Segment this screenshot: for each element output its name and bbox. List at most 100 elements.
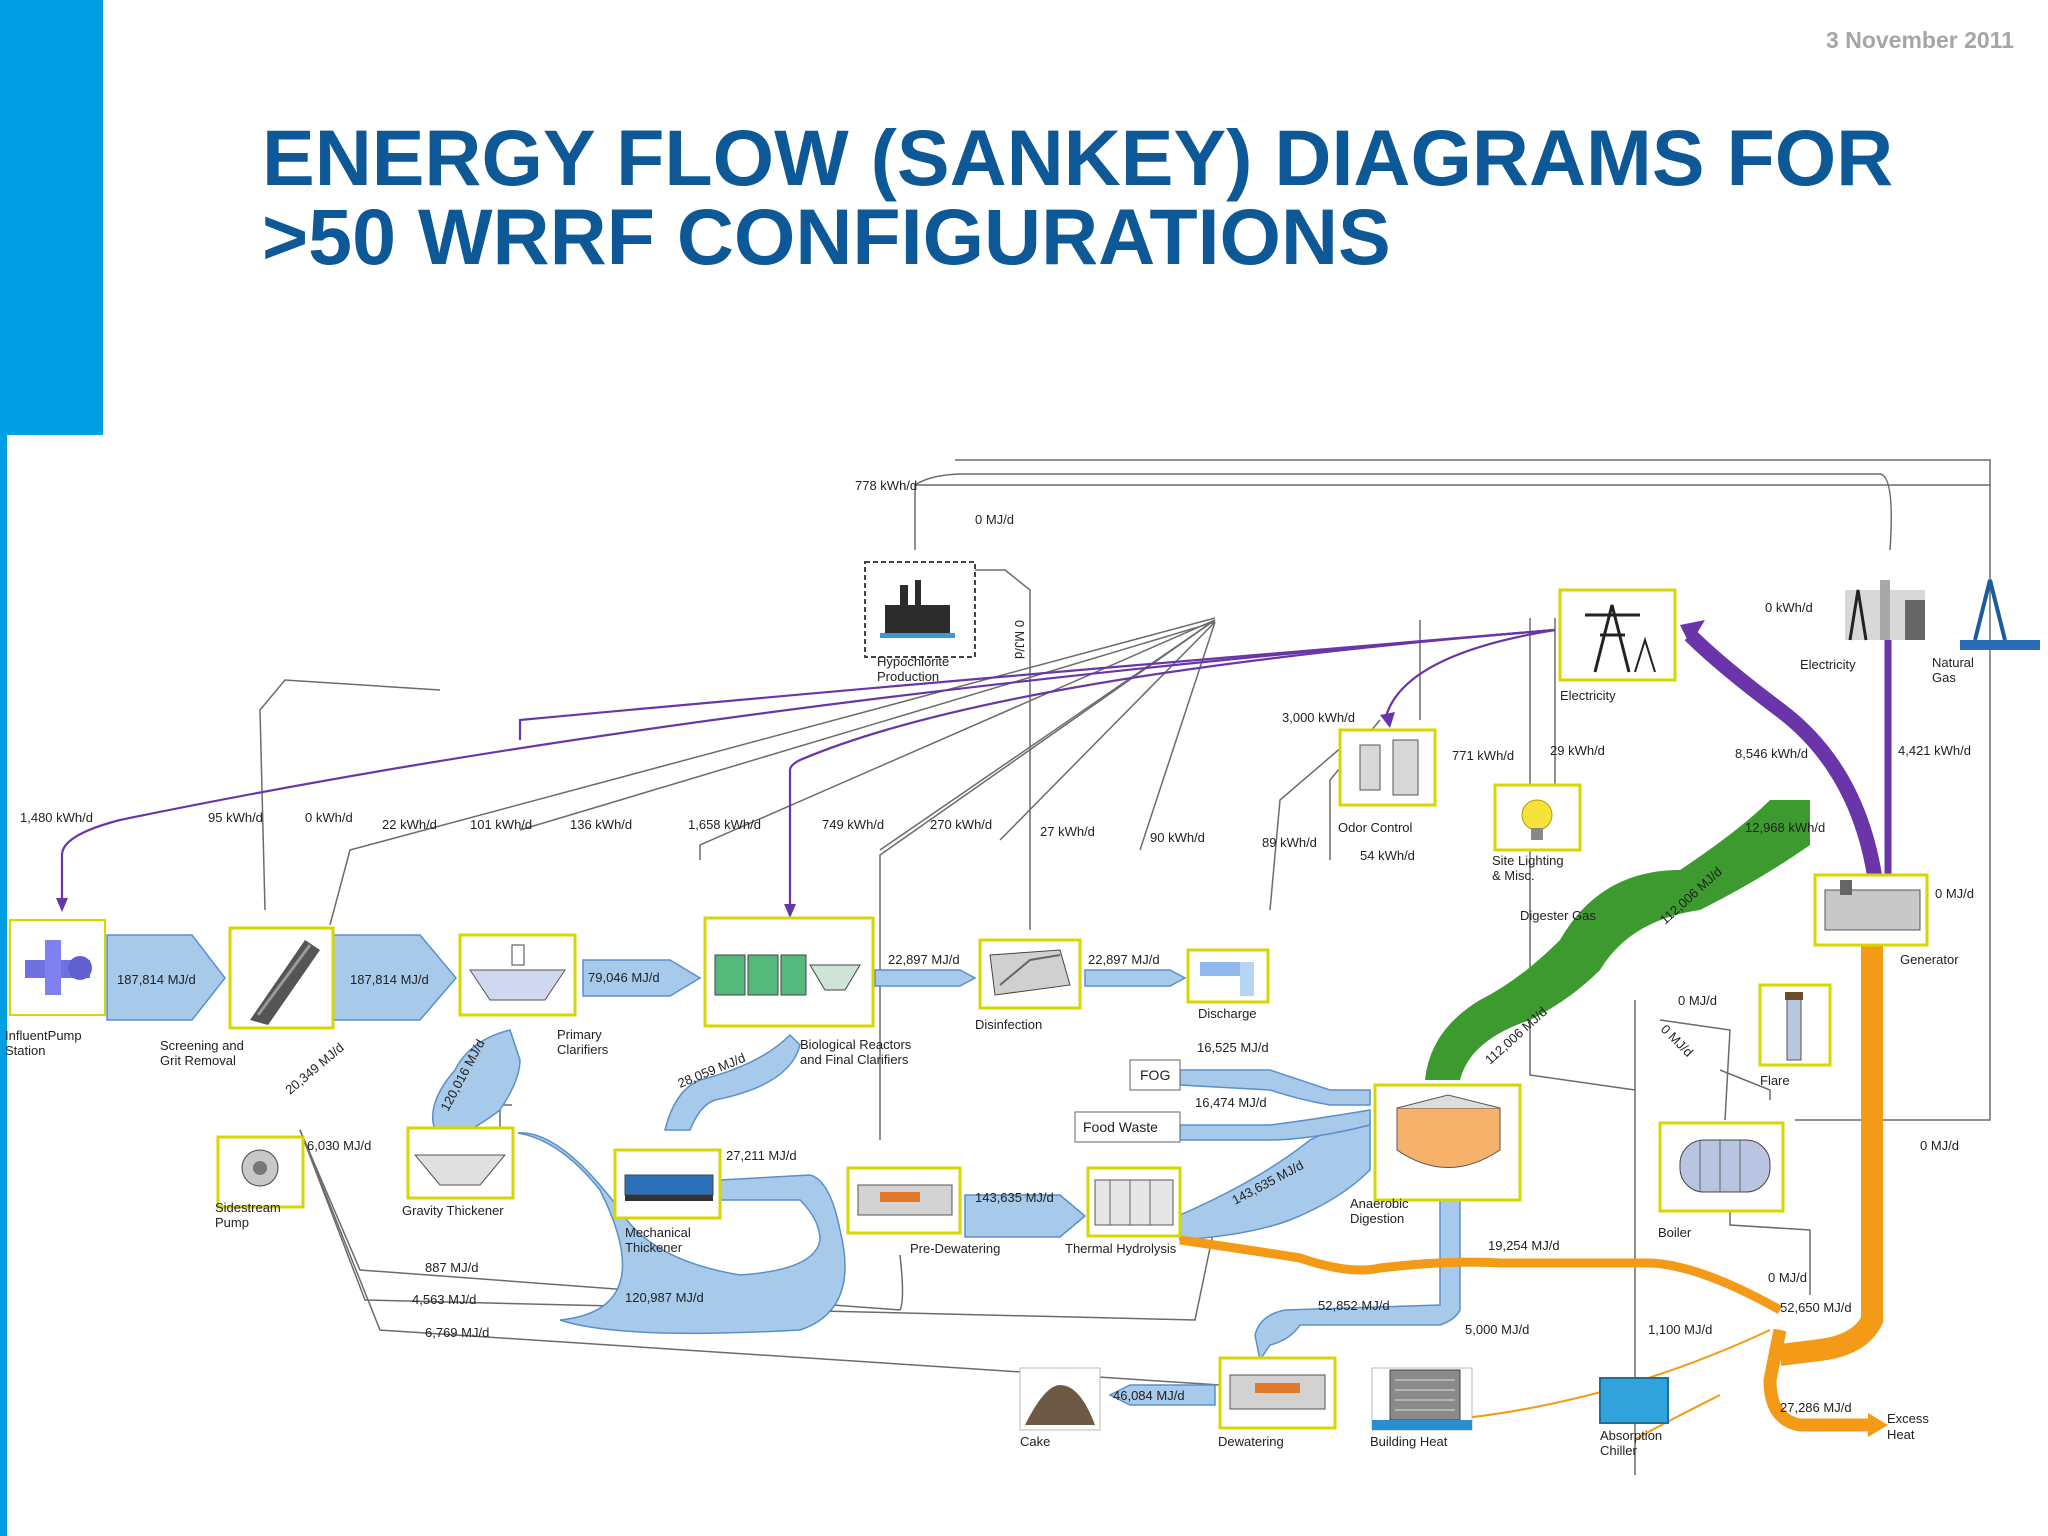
flow-27286 <box>1763 1328 1870 1432</box>
node-odor-control: Odor Control <box>1338 728 1437 835</box>
node-sidestream-pump: Sidestream Pump <box>215 1135 305 1230</box>
flows-f_52852-label: 52,852 MJ/d <box>1318 1298 1390 1313</box>
flow-143635-a <box>964 1194 1087 1238</box>
node-influent-pump: InfluentPump Station <box>5 919 106 1058</box>
flows-f_0mjd_heat-label: 0 MJ/d <box>1768 1270 1807 1285</box>
line-flare-boiler <box>1659 1019 1731 1121</box>
flow-749 <box>788 628 1556 910</box>
line-101 <box>519 621 1216 831</box>
flow-79046 <box>582 959 702 997</box>
digester-gas-label: Digester Gas <box>1520 908 1596 923</box>
node-electricity-grid: Electricity <box>1800 580 1925 672</box>
node-cake: Cake <box>1019 1367 1101 1449</box>
arrow-8546 <box>1680 620 1705 645</box>
flows-f_1480-label: 1,480 kWh/d <box>20 810 93 825</box>
node-mechanical-thickener: Mechanical Thickener <box>613 1148 722 1255</box>
nodes-flare-label: Flare <box>1760 1073 1790 1088</box>
flows-f_89-label: 89 kWh/d <box>1262 835 1317 850</box>
arrow-749 <box>784 904 796 918</box>
flows-f_8546-label: 8,546 kWh/d <box>1735 746 1808 761</box>
flows-f_749-label: 749 kWh/d <box>822 817 884 832</box>
flows-f_4563-label: 4,563 MJ/d <box>412 1292 476 1307</box>
slide-title: ENERGY FLOW (SANKEY) DIAGRAMS FOR >50 WR… <box>262 118 1962 276</box>
flows-f_22897_a-label: 22,897 MJ/d <box>888 952 960 967</box>
node-bio-reactors: Biological Reactors and Final Clarifiers <box>703 916 912 1067</box>
node-generator: Generator <box>1813 873 1959 967</box>
flows-f_0kwh_grid-label: 0 kWh/d <box>1765 600 1813 615</box>
node-pre-dewatering: Pre-Dewatering <box>846 1166 1000 1256</box>
flow-52650 <box>1778 910 1883 1366</box>
nodes-discharge-label: Discharge <box>1198 1006 1257 1021</box>
node-excess-heat: Excess Heat <box>1887 1411 1929 1442</box>
nodes-primary_clarifiers-1-label: Clarifiers <box>557 1042 609 1057</box>
node-primary-clarifiers: Primary Clarifiers <box>458 933 609 1057</box>
nodes-site_lighting-0-label: Site Lighting <box>1492 853 1564 868</box>
node-hypochlorite: Hypochlorite Production <box>864 561 976 684</box>
flows-f_6030-label: 6,030 MJ/d <box>307 1138 371 1153</box>
flow-19254 <box>1179 1235 1783 1314</box>
node-flare: Flare <box>1758 983 1832 1088</box>
flows-f_143635_a-label: 143,635 MJ/d <box>975 1190 1054 1205</box>
flow-28059 <box>664 1033 801 1131</box>
water-flows <box>106 934 1461 1406</box>
heat-flows <box>1179 910 1888 1441</box>
node-fog: FOG <box>1129 1059 1181 1091</box>
flows-f_0mjd_gen-label: 0 MJ/d <box>1935 886 1974 901</box>
flows-f_22-label: 22 kWh/d <box>382 817 437 832</box>
flow-1480 <box>60 628 1556 900</box>
line-771 <box>1529 618 1636 1091</box>
line-flare-gen <box>1719 1069 1771 1100</box>
nodes-generator-label: Generator <box>1900 952 1959 967</box>
nodes-anaerobic_digestion-0-label: Anaerobic <box>1350 1196 1409 1211</box>
flows-f_0mjd_flare2-label: 0 MJ/d <box>1658 1022 1696 1060</box>
flow-120987 <box>517 1132 846 1335</box>
flows-f_27286-label: 27,286 MJ/d <box>1780 1400 1852 1415</box>
nodes-cake-label: Cake <box>1020 1434 1050 1449</box>
nodes-influent_pump-1-label: Station <box>5 1043 45 1058</box>
flows-f_79046-label: 79,046 MJ/d <box>588 970 660 985</box>
flow-8546 <box>1684 629 1884 887</box>
flows-f_0mjd_hypo-label: 0 MJ/d <box>1012 620 1027 659</box>
line-6769 <box>299 1129 1221 1386</box>
node-anaerobic-digestion: Anaerobic Digestion <box>1350 1083 1522 1226</box>
node-electricity-hub: Electricity <box>1558 588 1677 703</box>
electricity-flows <box>56 615 1896 918</box>
slide-date: 3 November 2011 <box>1826 27 2014 53</box>
flows-f_29-label: 29 kWh/d <box>1550 743 1605 758</box>
flows-f_0kwh-label: 0 kWh/d <box>305 810 353 825</box>
title-line-2: >50 WRRF CONFIGURATIONS <box>262 192 1391 281</box>
nodes-screening-0-label: Screening and <box>160 1038 244 1053</box>
nodes-bio_reactors-0-label: Biological Reactors <box>800 1037 912 1052</box>
nodes-influent_pump-0-label: InfluentPump <box>5 1028 82 1043</box>
flow-16474 <box>1179 1109 1371 1141</box>
flows-f_90-label: 90 kWh/d <box>1150 830 1205 845</box>
line-89 <box>1269 739 1351 911</box>
nodes-electricity_grid-label: Electricity <box>1800 657 1856 672</box>
flows-f_16525-label: 16,525 MJ/d <box>1197 1040 1269 1055</box>
flows-f_22897_b-label: 22,897 MJ/d <box>1088 952 1160 967</box>
flows-f_54-label: 54 kWh/d <box>1360 848 1415 863</box>
nodes-hypochlorite-1-label: Production <box>877 669 939 684</box>
nodes-thermal_hydrolysis-label: Thermal Hydrolysis <box>1065 1241 1177 1256</box>
flows-f_46084-label: 46,084 MJ/d <box>1113 1388 1185 1403</box>
node-gravity-thickener: Gravity Thickener <box>402 1126 515 1218</box>
flow-46084 <box>1108 1384 1216 1406</box>
nodes-bio_reactors-1-label: and Final Clarifiers <box>800 1052 909 1067</box>
flow-22897-b <box>1084 969 1187 987</box>
flows-f_4421-label: 4,421 kWh/d <box>1898 743 1971 758</box>
node-screening: Screening and Grit Removal <box>160 926 335 1068</box>
flows-f_95-label: 95 kWh/d <box>208 810 263 825</box>
flow-187814-a <box>106 934 226 1021</box>
flows-f_5000-label: 5,000 MJ/d <box>1465 1322 1529 1337</box>
flows-f_187814_a-label: 187,814 MJ/d <box>117 972 196 987</box>
flows-f_101-label: 101 kWh/d <box>470 817 532 832</box>
flows-f_27211-label: 27,211 MJ/d <box>726 1148 797 1163</box>
sankey-diagram: InfluentPump Station Screening and Grit … <box>5 459 2040 1475</box>
node-boiler: Boiler <box>1658 1121 1785 1240</box>
nodes-pre_dewatering-label: Pre-Dewatering <box>910 1241 1000 1256</box>
flows-f_16474-label: 16,474 MJ/d <box>1195 1095 1267 1110</box>
flows-f_12968-label: 12,968 kWh/d <box>1745 820 1825 835</box>
line-27 <box>999 621 1216 841</box>
nodes-fog-label: FOG <box>1140 1067 1170 1083</box>
arrow-27286 <box>1868 1413 1888 1437</box>
